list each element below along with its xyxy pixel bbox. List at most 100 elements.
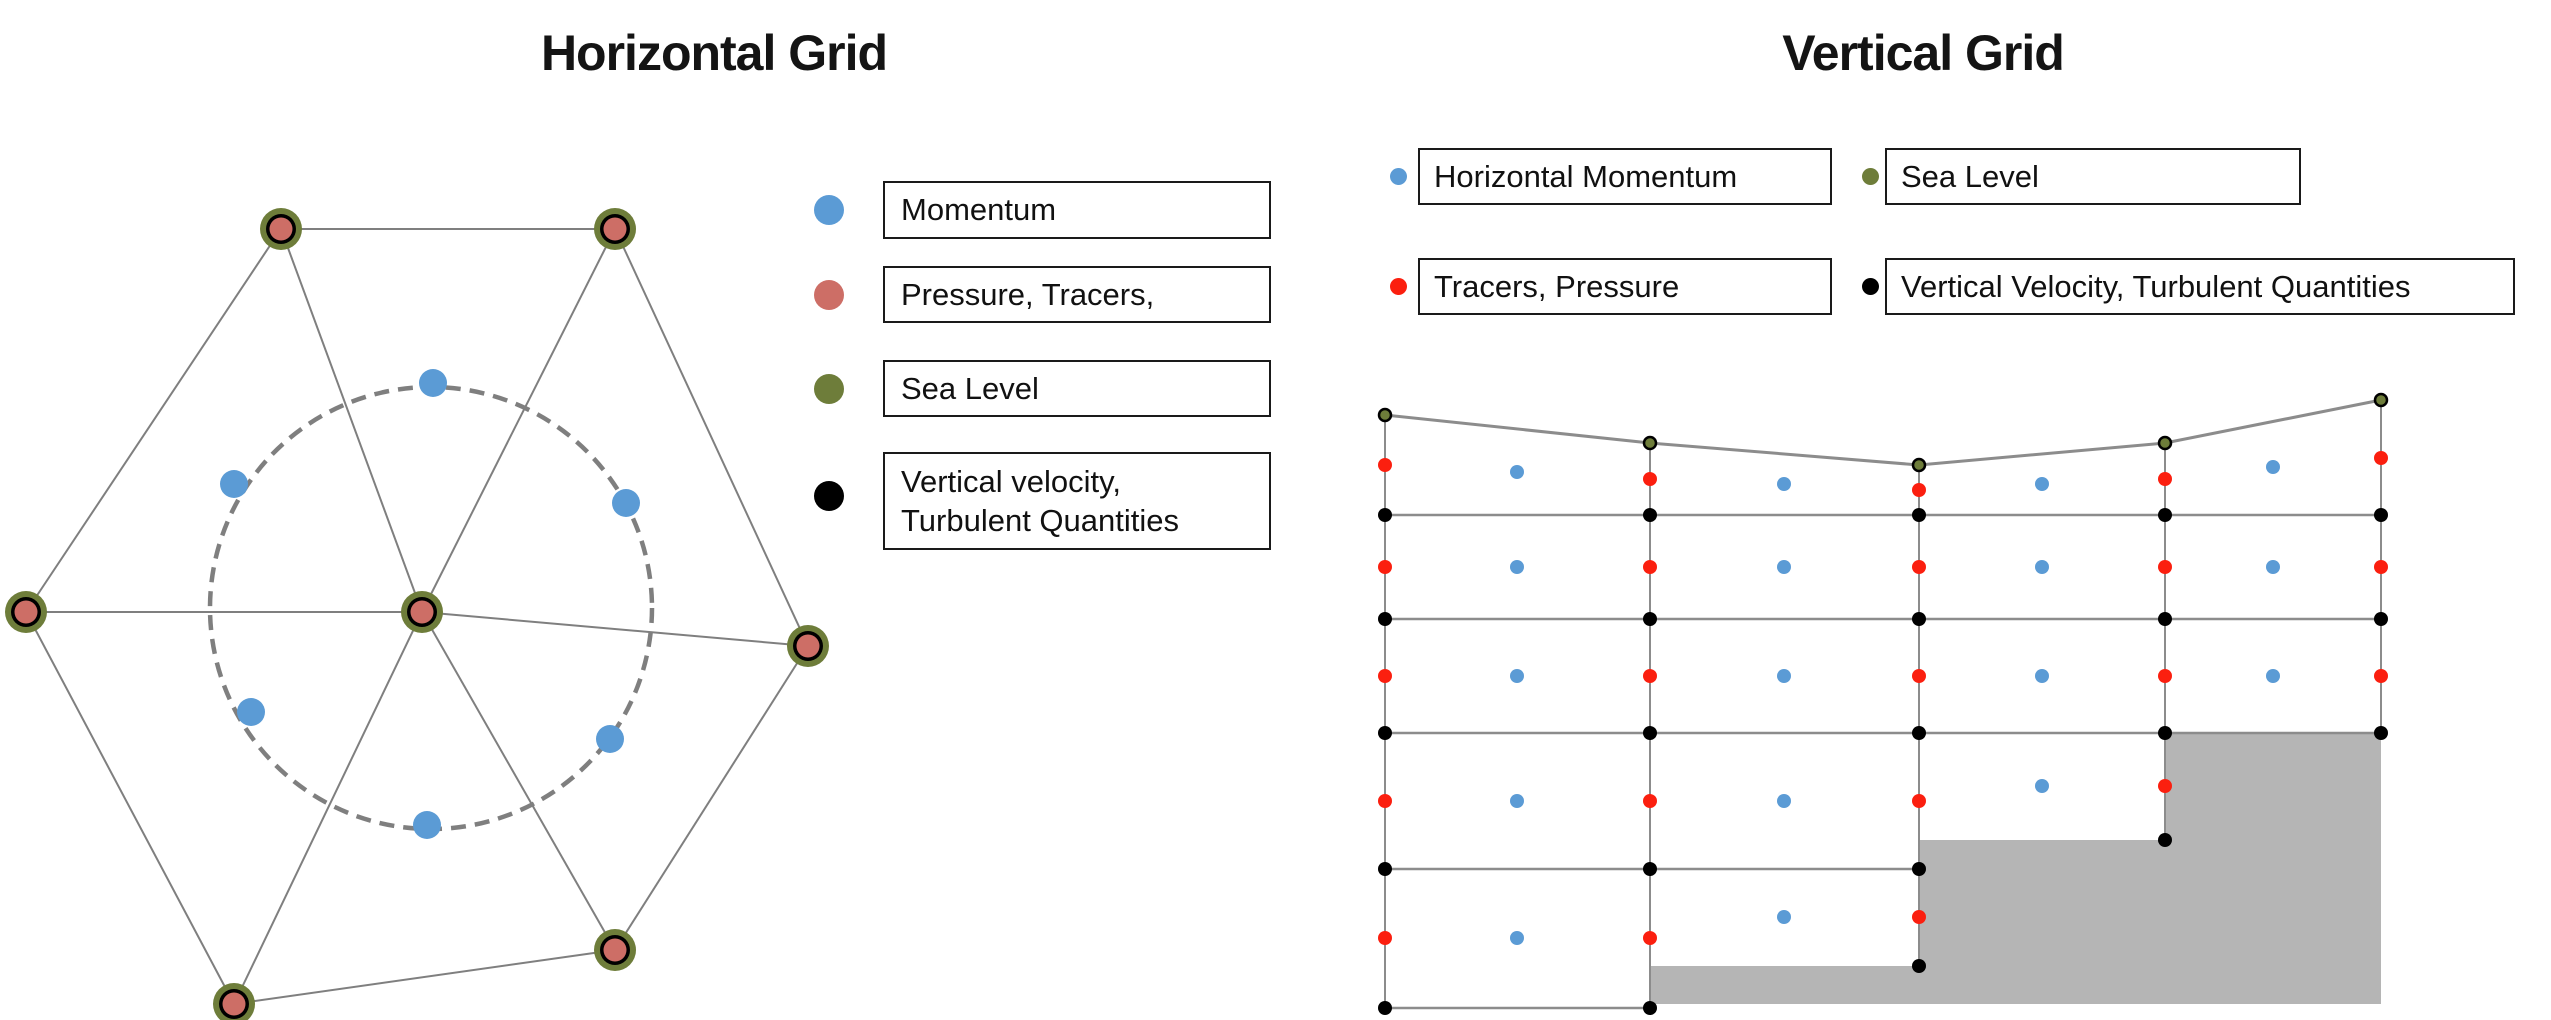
momentum-dot <box>596 725 624 753</box>
vertical-velocity-dot <box>1378 508 1392 522</box>
vertical-velocity-dot <box>2374 508 2388 522</box>
vertical-velocity-dot <box>1378 862 1392 876</box>
sea-level-right-legend-label: Sea Level <box>1901 158 2039 194</box>
vertical-velocity-dot <box>1912 508 1926 522</box>
tracer-pressure-dot <box>2374 451 2388 465</box>
tracer-pressure-dot <box>1912 483 1926 497</box>
hexagon-spoke-line <box>421 611 809 647</box>
momentum-dot <box>220 470 248 498</box>
vertical-velocity-dot <box>1912 726 1926 740</box>
vertical-velocity-dot <box>1643 862 1657 876</box>
vertical-velocity-legend-box: Vertical velocity, Turbulent Quantities <box>883 452 1271 550</box>
tracer-pressure-dot <box>1912 560 1926 574</box>
tracer-pressure-dot <box>1643 472 1657 486</box>
tracer-pressure-dot <box>1643 794 1657 808</box>
tracer-pressure-dot <box>1378 560 1392 574</box>
seafloor-gray-region <box>2165 733 2381 1004</box>
pressure-tracer-dot <box>603 217 627 241</box>
horizontal-momentum-dot <box>1510 560 1524 574</box>
tracers-pressure-legend-label: Tracers, Pressure <box>1434 268 1680 304</box>
hexagon-spoke-line <box>421 611 616 951</box>
vertical-velocity-dot <box>2158 833 2172 847</box>
tracer-pressure-dot <box>1378 931 1392 945</box>
tracers-pressure-legend-dot <box>1390 278 1407 295</box>
tracer-pressure-dot <box>1912 910 1926 924</box>
left-panel-title: Horizontal Grid <box>540 25 888 81</box>
hexagon-spoke-line <box>280 228 423 613</box>
pressure-tracer-dot <box>222 992 246 1016</box>
pressure-tracers-legend-dot <box>814 280 844 310</box>
momentum-dot <box>612 489 640 517</box>
sea-level-dot <box>2157 435 2173 451</box>
sea-level-legend-label: Sea Level <box>901 370 1039 406</box>
vertical-velocity-right-legend-box: Vertical Velocity, Turbulent Quantities <box>1885 258 2515 315</box>
horizontal-momentum-legend-dot <box>1390 168 1407 185</box>
vertical-velocity-right-legend-dot <box>1862 278 1879 295</box>
pressure-tracer-dot <box>269 217 293 241</box>
vertical-velocity-dot <box>1643 612 1657 626</box>
tracer-pressure-dot <box>2374 669 2388 683</box>
vertical-velocity-dot <box>2158 508 2172 522</box>
tracer-pressure-dot <box>1643 560 1657 574</box>
tracer-pressure-dot <box>2158 669 2172 683</box>
horizontal-momentum-dot <box>1777 669 1791 683</box>
seafloor-gray-region <box>1919 840 2165 1004</box>
hexagon-edge-line <box>25 611 235 1005</box>
hexagon-edge-line <box>614 645 809 951</box>
sea-level-right-legend-dot <box>1862 168 1879 185</box>
horizontal-momentum-dot <box>1777 477 1791 491</box>
tracer-pressure-dot <box>1912 669 1926 683</box>
horizontal-momentum-dot <box>1510 931 1524 945</box>
horizontal-momentum-dot <box>1777 794 1791 808</box>
tracer-pressure-dot <box>1643 931 1657 945</box>
pressure-tracer-dot <box>603 938 627 962</box>
horizontal-momentum-dot <box>2266 669 2280 683</box>
vertical-velocity-legend-label-line2: Turbulent Quantities <box>901 503 1180 538</box>
hexagon-edge-line <box>233 949 616 1005</box>
horizontal-momentum-dot <box>2266 560 2280 574</box>
tracer-pressure-dot <box>2158 779 2172 793</box>
horizontal-momentum-dot <box>1510 669 1524 683</box>
sea-level-right-legend-box: Sea Level <box>1885 148 2301 205</box>
horizontal-momentum-dot <box>1777 560 1791 574</box>
vertical-velocity-dot <box>1643 726 1657 740</box>
tracer-pressure-dot <box>1378 794 1392 808</box>
horizontal-momentum-dot <box>2035 779 2049 793</box>
vertical-velocity-dot <box>1912 959 1926 973</box>
pressure-tracers-legend-label: Pressure, Tracers, <box>901 276 1155 312</box>
horizontal-momentum-dot <box>2035 477 2049 491</box>
momentum-dot <box>419 369 447 397</box>
pressure-tracer-dot <box>410 600 434 624</box>
vertical-velocity-dot <box>2158 726 2172 740</box>
hexagon-edge-line <box>25 228 282 613</box>
sea-level-legend-dot <box>814 374 844 404</box>
seafloor-gray-region <box>1650 966 1919 1004</box>
sea-level-dot <box>1377 407 1393 423</box>
vertical-velocity-dot <box>2374 612 2388 626</box>
momentum-legend-box: Momentum <box>883 181 1271 239</box>
vertical-velocity-dot <box>1912 612 1926 626</box>
hexagon-edge-line <box>614 228 809 647</box>
horizontal-momentum-dot <box>2035 560 2049 574</box>
vertical-velocity-dot <box>2158 612 2172 626</box>
sea-level-legend-box: Sea Level <box>883 360 1271 417</box>
pressure-tracer-dot <box>796 634 820 658</box>
horizontal-momentum-legend-label: Horizontal Momentum <box>1434 158 1738 194</box>
momentum-legend-label: Momentum <box>901 192 1057 228</box>
tracer-pressure-dot <box>1912 794 1926 808</box>
vertical-velocity-dot <box>1378 1001 1392 1015</box>
tracer-pressure-dot <box>1378 458 1392 472</box>
vertical-velocity-dot <box>1643 508 1657 522</box>
vertical-velocity-dot <box>1643 1001 1657 1015</box>
tracers-pressure-legend-box: Tracers, Pressure <box>1418 258 1832 315</box>
pressure-tracer-dot <box>14 600 38 624</box>
hexagon-spoke-line <box>421 228 616 613</box>
horizontal-momentum-dot <box>1777 910 1791 924</box>
tracer-pressure-dot <box>2374 560 2388 574</box>
pressure-tracers-legend-box: Pressure, Tracers, <box>883 266 1271 323</box>
momentum-dot <box>237 698 265 726</box>
tracer-pressure-dot <box>2158 472 2172 486</box>
vertical-velocity-dot <box>1378 726 1392 740</box>
